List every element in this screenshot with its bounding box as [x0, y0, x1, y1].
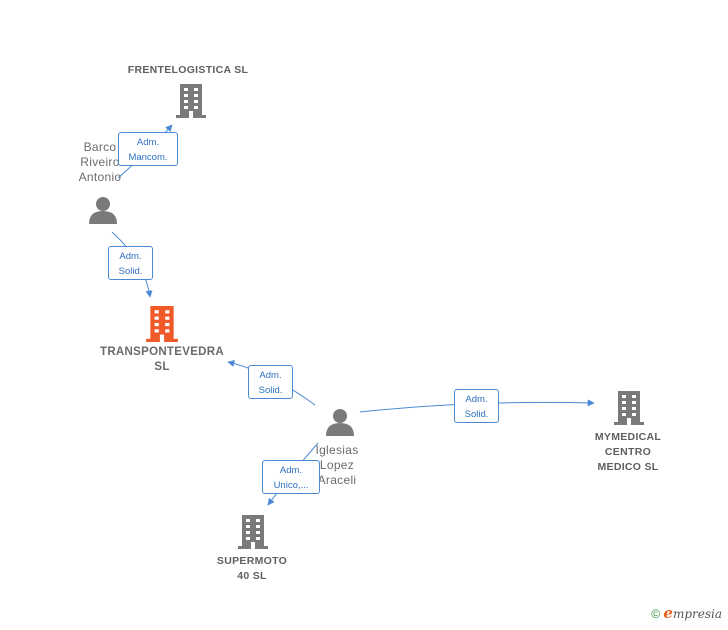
- company-mymedical-name[interactable]: MYMEDICAL CENTRO MEDICO SL: [578, 430, 678, 475]
- edge-label-line1: Adm.: [119, 251, 142, 262]
- company-mymedical-line3: MEDICO SL: [597, 461, 659, 473]
- company-transpontevedra-line1: TRANSPONTEVEDRA: [100, 346, 224, 358]
- edge-label-line1: Adm.: [259, 370, 282, 381]
- edge-label-line2: Solid.: [118, 266, 143, 277]
- person-barco-line3: Antonio: [78, 170, 122, 184]
- edge-label-line1: Adm.: [465, 394, 488, 405]
- person-iglesias-name[interactable]: Iglesias Lopez Araceli: [297, 443, 377, 488]
- company-mymedical-line2: CENTRO: [604, 446, 652, 458]
- person-iglesias-line1: Iglesias: [315, 443, 359, 457]
- person-iglesias-line2: Lopez: [319, 458, 355, 472]
- edge-label-adm-solid[interactable]: Adm. Solid.: [108, 246, 153, 280]
- edge-label-adm-mancom[interactable]: Adm. Mancom.: [118, 132, 178, 166]
- company-mymedical-line1: MYMEDICAL: [594, 431, 662, 443]
- building-icon[interactable]: [238, 515, 268, 549]
- building-icon[interactable]: [614, 391, 644, 425]
- person-icon[interactable]: [325, 408, 355, 436]
- building-icon[interactable]: [176, 84, 206, 118]
- person-barco-line2: Riveiro: [80, 155, 120, 169]
- edge-label-adm-solid[interactable]: Adm. Solid.: [248, 365, 293, 399]
- copyright-icon: ©: [651, 607, 661, 621]
- edge-label-line2: Solid.: [464, 409, 489, 420]
- company-supermoto-line1: SUPERMOTO: [216, 555, 288, 567]
- edge-label-adm-solid[interactable]: Adm. Solid.: [454, 389, 499, 423]
- brand-rest: mpresia: [672, 607, 722, 621]
- edge-label-line2: Mancom.: [128, 152, 168, 163]
- company-transpontevedra-name[interactable]: TRANSPONTEVEDRA SL: [80, 345, 244, 375]
- person-barco-line1: Barco: [83, 140, 117, 154]
- empresia-logo: empresia: [663, 604, 722, 622]
- company-transpontevedra-line2: SL: [154, 361, 170, 373]
- edge-label-line1: Adm.: [279, 465, 303, 476]
- brand-initial: e: [663, 604, 673, 622]
- edge-label-adm-unico[interactable]: Adm. Unico,...: [262, 460, 320, 494]
- building-icon[interactable]: [146, 306, 178, 342]
- person-icon[interactable]: [88, 196, 118, 224]
- edge-label-line2: Solid.: [258, 385, 283, 396]
- company-supermoto-name[interactable]: SUPERMOTO 40 SL: [202, 554, 302, 584]
- edge-label-line2: Unico,...: [273, 480, 309, 491]
- person-iglesias-line3: Araceli: [317, 473, 357, 487]
- company-frentelogistica-name[interactable]: FRENTELOGISTICA SL: [127, 64, 249, 76]
- person-barco-name[interactable]: Barco Riveiro Antonio: [60, 140, 140, 185]
- company-supermoto-line2: 40 SL: [237, 570, 267, 582]
- edge-label-line1: Adm.: [136, 137, 160, 148]
- empresia-watermark: © empresia: [651, 604, 722, 622]
